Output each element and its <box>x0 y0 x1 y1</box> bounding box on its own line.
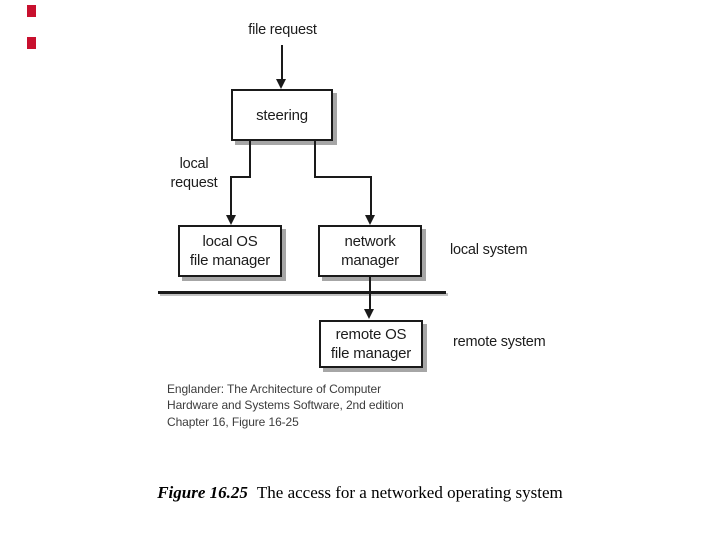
right-branch-line <box>314 139 316 178</box>
local-system-label: local system <box>450 242 528 258</box>
steering-box-label: steering <box>256 106 308 124</box>
remote-os-file-manager-box: remote OS file manager <box>319 320 423 368</box>
system-divider-line <box>158 291 446 294</box>
network-box-line2: manager <box>341 252 399 269</box>
file-request-arrow-line <box>281 45 283 80</box>
down-arrow-icon <box>226 215 236 225</box>
file-request-label: file request <box>248 22 317 38</box>
down-arrow-icon <box>364 309 374 319</box>
remote-system-label: remote system <box>453 334 546 350</box>
attribution-line1: Englander: The Architecture of Computer <box>167 382 381 396</box>
network-box-line1: network <box>344 233 396 250</box>
local-request-label: local request <box>158 155 230 193</box>
right-branch-line <box>314 176 372 178</box>
attribution-text: Englander: The Architecture of Computer … <box>167 381 404 430</box>
remote-os-box-line2: file manager <box>330 345 412 362</box>
local-os-file-manager-box: local OS file manager <box>178 225 282 277</box>
down-arrow-icon <box>365 215 375 225</box>
local-request-line2: request <box>170 175 218 191</box>
down-arrow-icon <box>276 79 286 89</box>
attribution-line3: Chapter 16, Figure 16-25 <box>167 414 299 429</box>
figure-caption: Figure 16.25 The access for a networked o… <box>0 483 720 503</box>
red-accent-mark-icon <box>27 5 36 17</box>
steering-box: steering <box>231 89 333 141</box>
figure-caption-number: Figure 16.25 <box>157 483 248 502</box>
left-branch-line <box>249 139 251 178</box>
left-branch-line <box>230 176 251 178</box>
red-accent-mark-icon <box>27 37 36 49</box>
figure-caption-text: The access for a networked operating sys… <box>256 483 563 502</box>
left-branch-line <box>230 176 232 215</box>
network-manager-box: network manager <box>318 225 422 277</box>
remote-connector-line <box>369 277 371 309</box>
right-branch-line <box>370 176 372 215</box>
remote-os-box-line1: remote OS <box>335 326 407 343</box>
attribution-line2: Hardware and Systems Software, 2nd editi… <box>167 398 404 413</box>
local-request-line1: local <box>179 156 209 172</box>
local-os-box-line2: file manager <box>189 252 271 269</box>
local-os-box-line1: local OS <box>202 233 258 250</box>
